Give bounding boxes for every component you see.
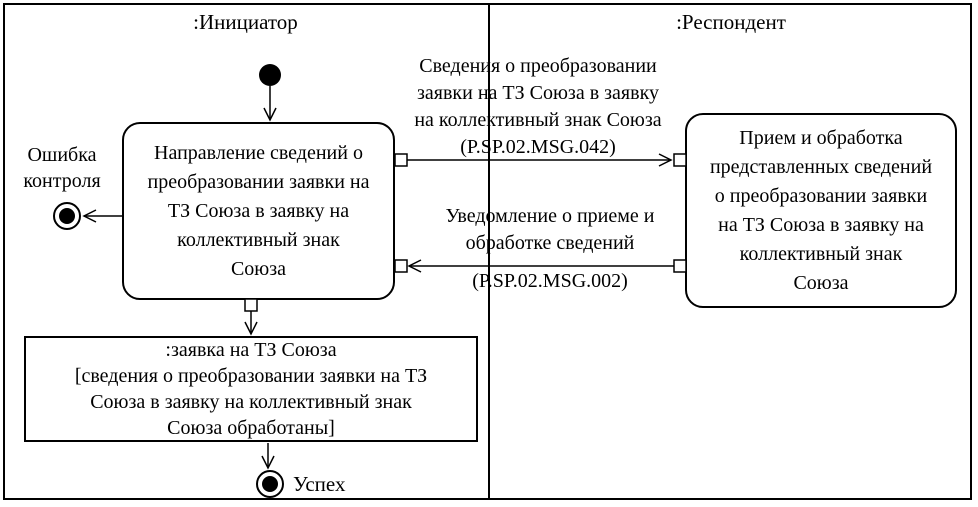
action-initiator-label: Направление сведений о преобразовании за… (147, 141, 370, 280)
error-final-label: Ошибка контроля (23, 144, 101, 192)
diagram-frame (3, 3, 972, 500)
message-2-label: Уведомление о приеме и обработке сведени… (445, 205, 655, 254)
success-final-label: Успех (293, 472, 346, 496)
object-node: :заявка на ТЗ Союза [сведения о преобраз… (24, 336, 478, 442)
message-1-code: (P.SP.02.MSG.042) (460, 136, 616, 158)
lane-header-respondent: :Респондент (676, 10, 786, 34)
message-1: Сведения о преобразовании заявки на ТЗ С… (383, 53, 693, 161)
message-1-label: Сведения о преобразовании заявки на ТЗ С… (414, 55, 662, 131)
lane-divider (488, 3, 490, 500)
action-respondent-label: Прием и обработка представленных сведени… (709, 126, 933, 294)
message-2-code: (P.SP.02.MSG.002) (472, 270, 628, 292)
action-node-respondent: Прием и обработка представленных сведени… (685, 113, 957, 308)
object-node-label: :заявка на ТЗ Союза [сведения о преобраз… (74, 339, 428, 439)
action-node-initiator: Направление сведений о преобразовании за… (122, 122, 395, 300)
lane-header-initiator: :Инициатор (193, 10, 298, 34)
